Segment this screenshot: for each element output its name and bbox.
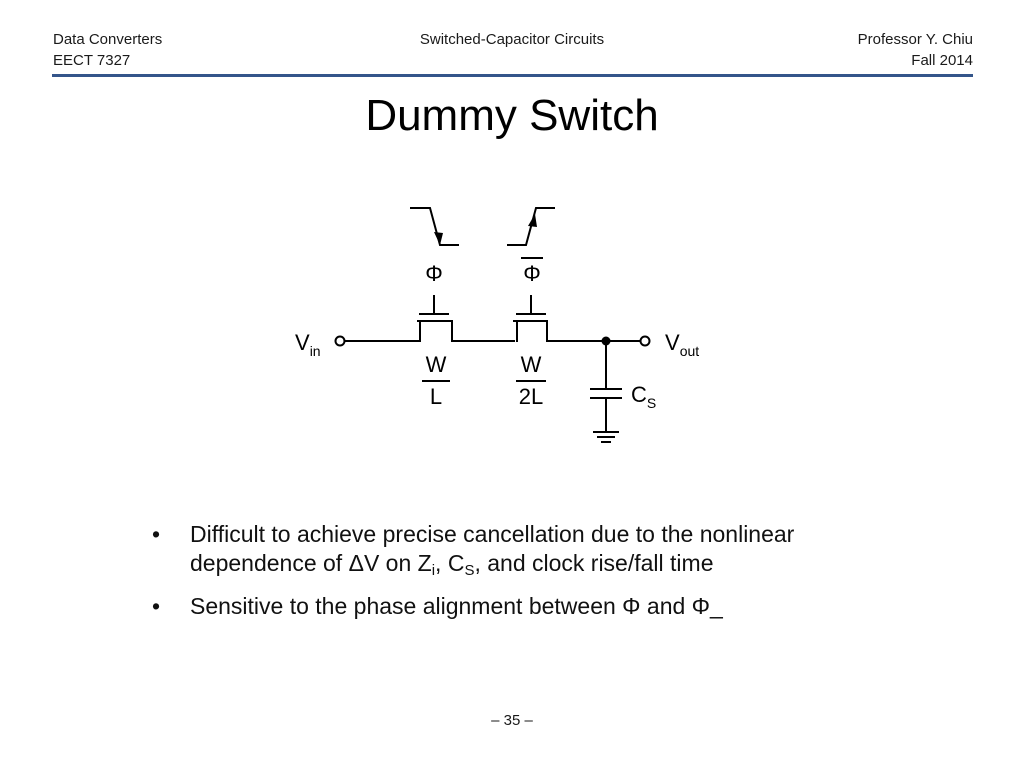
dummy-switch-circuit: Vin Vout Φ Φ W L W 2L CS bbox=[295, 207, 699, 443]
bullet-line: dependence of ΔV on Zi, CS, and clock ri… bbox=[190, 550, 714, 579]
bullet-item: • Difficult to achieve precise cancellat… bbox=[148, 520, 908, 578]
dummy-switch-length-label: 2L bbox=[519, 384, 543, 409]
dummy-switch-width-label: W bbox=[521, 352, 542, 377]
output-node-dot bbox=[601, 336, 611, 346]
vin-label: Vin bbox=[295, 330, 321, 359]
capacitor-label: CS bbox=[631, 382, 656, 411]
bullet-item: • Sensitive to the phase alignment betwe… bbox=[148, 592, 908, 621]
course-name: Data Converters bbox=[53, 31, 163, 48]
vout-label: Vout bbox=[665, 330, 699, 359]
dummy-switch-clock-label: Φ bbox=[523, 261, 541, 286]
rising-clock-waveform bbox=[507, 207, 555, 246]
falling-clock-waveform bbox=[410, 207, 459, 246]
ground-icon bbox=[593, 431, 619, 443]
slide-title: Dummy Switch bbox=[365, 91, 659, 140]
term: Fall 2014 bbox=[911, 52, 973, 69]
bullet-line: Difficult to achieve precise cancellatio… bbox=[190, 521, 795, 547]
course-code: EECT 7327 bbox=[53, 52, 131, 69]
vin-terminal-icon bbox=[334, 335, 346, 347]
falling-edge-arrow-icon bbox=[434, 232, 443, 245]
bullet-list: • Difficult to achieve precise cancellat… bbox=[148, 520, 908, 635]
instructor-name: Professor Y. Chiu bbox=[857, 31, 973, 48]
main-switch-length-label: L bbox=[430, 384, 442, 409]
main-switch-clock-label: Φ bbox=[425, 261, 443, 286]
bullet-marker: • bbox=[152, 593, 161, 619]
rising-edge-arrow-icon bbox=[528, 214, 537, 227]
bullet-marker: • bbox=[152, 521, 161, 547]
vout-terminal-icon bbox=[639, 335, 651, 347]
sampling-capacitor bbox=[590, 340, 622, 433]
main-switch-transistor bbox=[417, 295, 453, 342]
main-switch-width-label: W bbox=[426, 352, 447, 377]
bullet-line: Sensitive to the phase alignment between… bbox=[190, 593, 723, 619]
header-rule bbox=[52, 74, 973, 77]
dummy-switch-transistor bbox=[513, 295, 548, 342]
page-number: – 35 – bbox=[491, 712, 533, 729]
topic-title: Switched-Capacitor Circuits bbox=[419, 31, 605, 48]
